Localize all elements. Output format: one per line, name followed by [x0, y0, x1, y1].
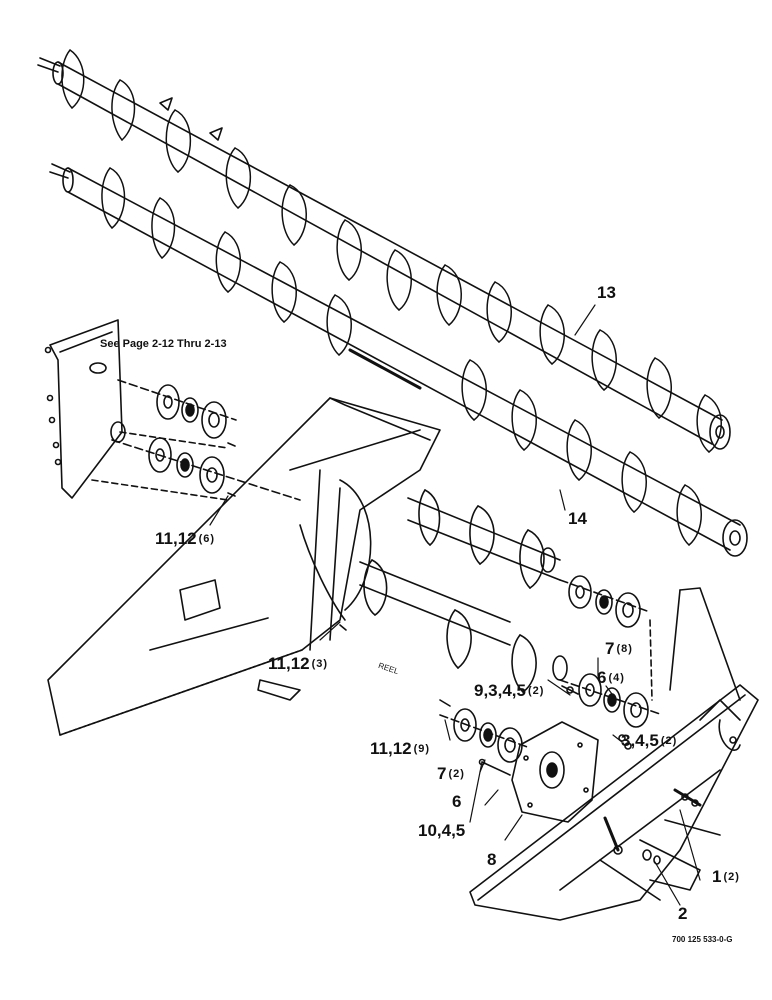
drawing-reference-number: 700 125 533-0-G: [672, 935, 733, 944]
left-side-plate: [44, 319, 126, 499]
callout-10-4-5: 10,4,5: [418, 821, 466, 840]
hardware-bolts: [339, 624, 737, 750]
callout-8: 8: [487, 850, 497, 869]
header-frame: [47, 397, 441, 736]
left-upper-bearing: [117, 379, 237, 439]
lower-auger: [49, 163, 748, 557]
callout-3-4-5: 3,4,5(2): [621, 731, 678, 750]
callout-2: 2: [678, 904, 688, 923]
callout-9-3-4-5: 9,3,4,5(2): [474, 681, 545, 700]
callout-1: 1(2): [712, 867, 740, 886]
right-middle-bearing: [559, 619, 661, 728]
callout-11-12-qty6: 11,12(6): [155, 529, 216, 548]
callout-14: 14: [568, 509, 587, 528]
right-frame: [469, 587, 759, 921]
callout-6: 6: [452, 792, 462, 811]
callout-6-qty4: 6(4): [597, 668, 625, 687]
see-page-note: See Page 2-12 Thru 2-13: [100, 338, 227, 350]
callout-11-12-qty9: 11,12(9): [370, 739, 431, 758]
callout-7-qty8: 7(8): [605, 639, 633, 658]
callout-11-12-qty3: 11,12(3): [268, 654, 329, 673]
leader-lines: [209, 304, 701, 906]
middle-auger-cores: [359, 489, 568, 693]
upper-auger: [37, 49, 731, 453]
left-lower-bearing: [91, 431, 301, 501]
right-upper-bearing: [559, 575, 651, 628]
callout-7-qty2: 7(2): [437, 764, 465, 783]
lower-center-bearing: [439, 708, 531, 763]
callout-13: 13: [597, 283, 616, 302]
